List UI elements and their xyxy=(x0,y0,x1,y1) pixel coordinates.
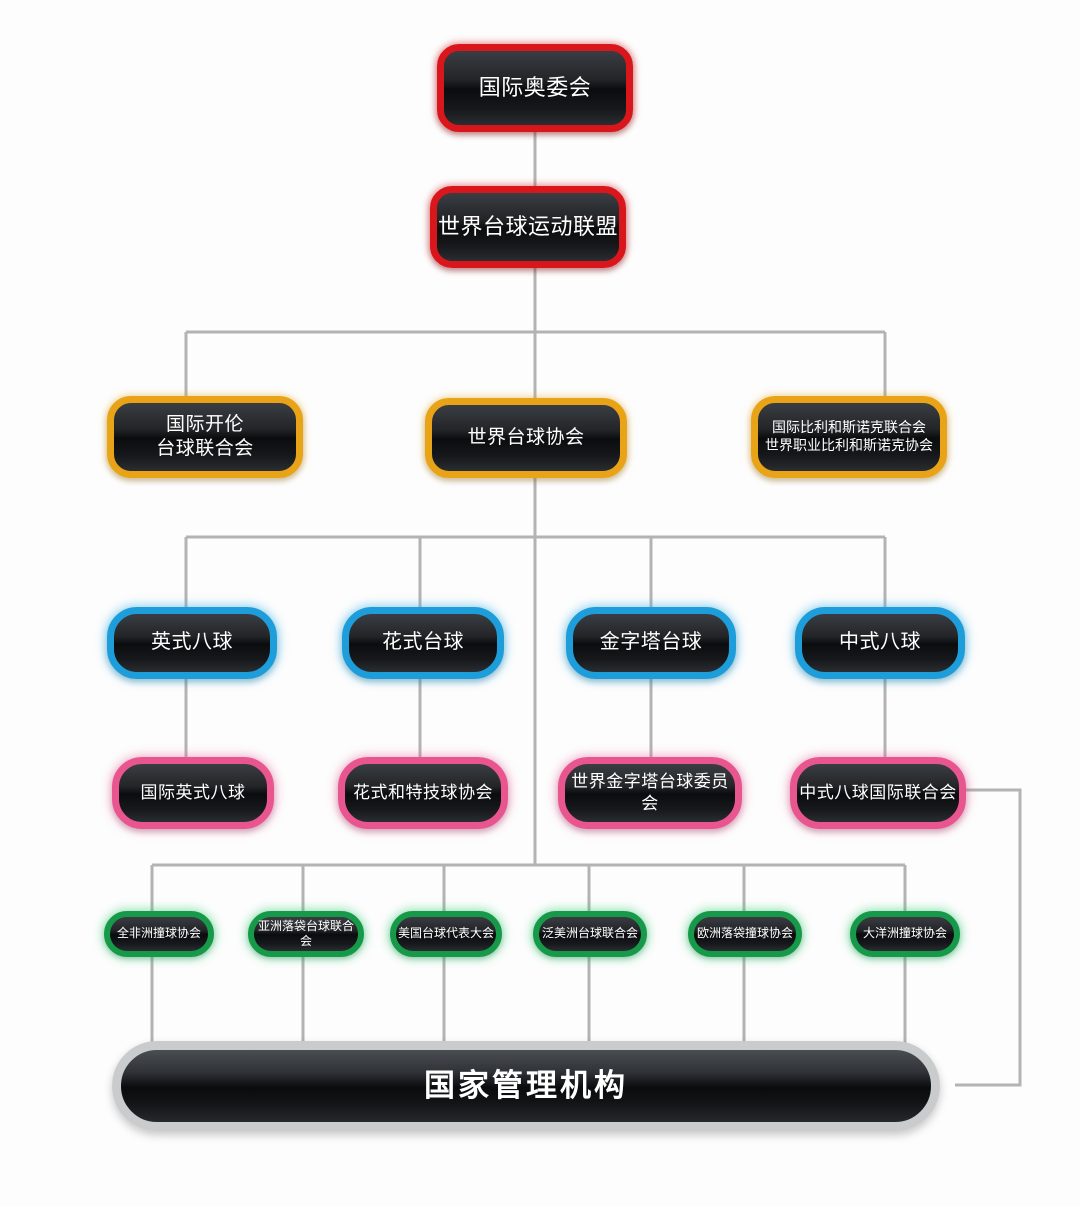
node-federation-pyramid[interactable]: 世界金字塔台球委员会 xyxy=(558,757,742,829)
node-continental-oceania[interactable]: 大洋洲撞球协会 xyxy=(850,911,960,957)
node-discipline-pyramid[interactable]: 金字塔台球 xyxy=(566,607,736,679)
node-discipline-chinese8ball[interactable]: 中式八球 xyxy=(795,607,965,679)
node-continental-africa[interactable]: 全非洲撞球协会 xyxy=(104,911,214,957)
node-federation-artistic[interactable]: 花式和特技球协会 xyxy=(338,757,508,829)
node-wpa[interactable]: 世界台球协会 xyxy=(425,398,627,478)
node-federation-blackball[interactable]: 国际英式八球 xyxy=(112,757,274,829)
node-ucbsf[interactable]: 国际开伦 台球联合会 xyxy=(107,396,303,478)
node-continental-panamerica[interactable]: 泛美洲台球联合会 xyxy=(533,911,647,957)
node-continental-europe[interactable]: 欧洲落袋撞球协会 xyxy=(688,911,802,957)
node-continental-usa[interactable]: 美国台球代表大会 xyxy=(390,911,502,957)
node-discipline-artistic[interactable]: 花式台球 xyxy=(342,607,504,679)
node-ibsf-wpbsa[interactable]: 国际比利和斯诺克联合会 世界职业比利和斯诺克协会 xyxy=(751,396,947,478)
node-federation-chinese8ball[interactable]: 中式八球国际联合会 xyxy=(790,757,966,829)
node-ioc[interactable]: 国际奥委会 xyxy=(437,44,633,132)
node-continental-asia[interactable]: 亚洲落袋台球联合会 xyxy=(248,911,364,957)
node-wcbs[interactable]: 世界台球运动联盟 xyxy=(430,186,626,268)
node-discipline-blackball[interactable]: 英式八球 xyxy=(107,607,277,679)
node-national-governing-bodies[interactable]: 国家管理机构 xyxy=(112,1041,940,1131)
